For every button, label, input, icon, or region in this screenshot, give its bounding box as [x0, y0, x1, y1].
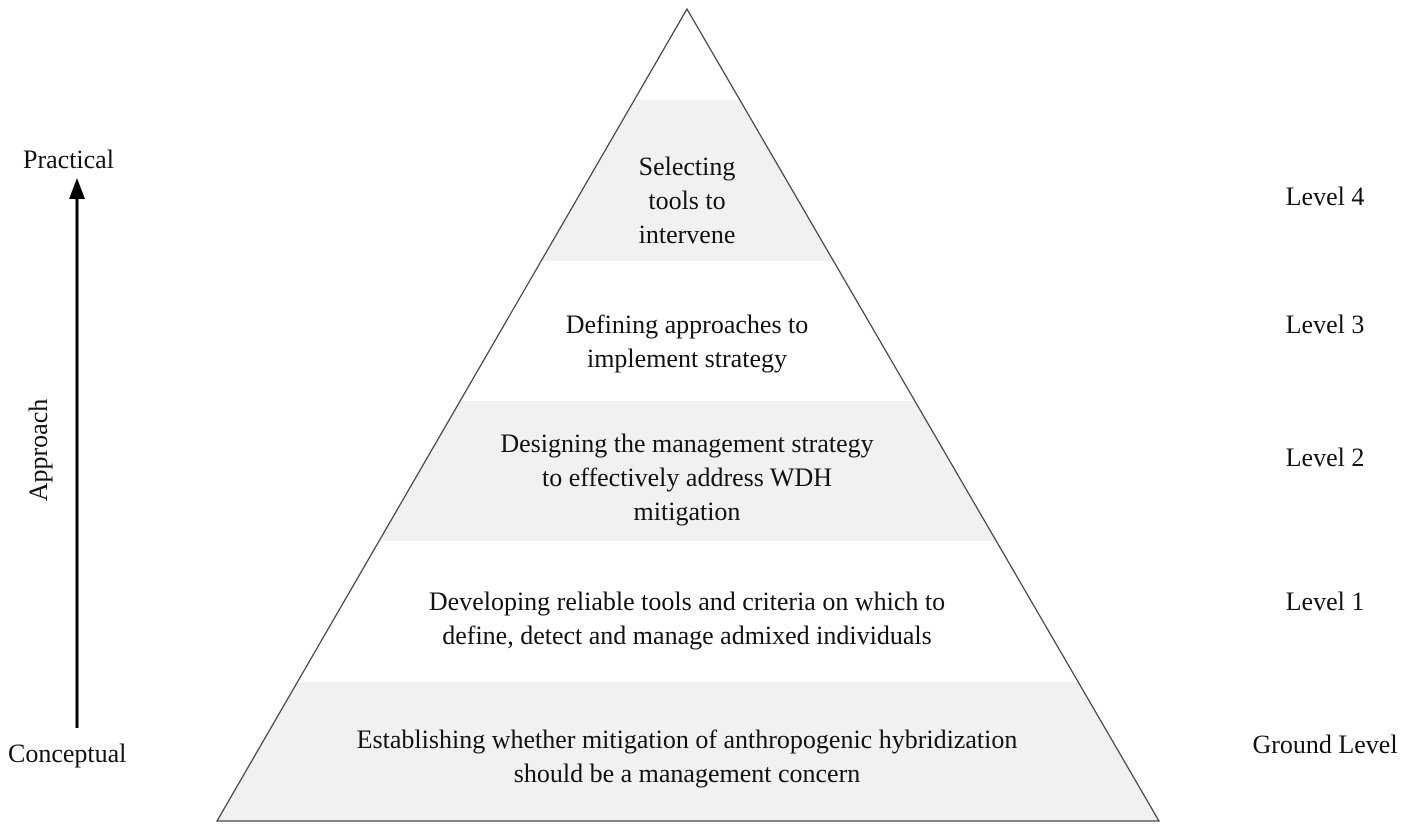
band-text-line: mitigation	[633, 497, 741, 526]
pyramid-outline	[215, 7, 1161, 822]
band-level1-text: Developing reliable tools and criteria o…	[429, 585, 945, 653]
band-level1-fill	[217, 541, 1159, 682]
band-text-line: to effectively address WDH	[542, 463, 832, 492]
band-level2-text: Designing the management strategy to eff…	[500, 427, 873, 529]
band-text-line: Selecting	[638, 152, 736, 181]
band-text-line: define, detect and manage admixed indivi…	[442, 621, 932, 650]
level-label-ground: Ground Level	[1252, 730, 1398, 759]
band-ground-fill	[217, 682, 1159, 821]
band-ground-text: Establishing whether mitigation of anthr…	[357, 723, 1018, 791]
axis-side-label: Approach	[24, 398, 53, 502]
axis-bottom-label: Conceptual	[8, 739, 127, 768]
axis-top-label: Practical	[23, 145, 114, 174]
level-label-1: Level 1	[1285, 587, 1365, 616]
level-label-2: Level 2	[1285, 443, 1365, 472]
level-label-3: Level 3	[1285, 310, 1365, 339]
band-text-line: Establishing whether mitigation of anthr…	[356, 725, 1018, 754]
band-text-line: Defining approaches to	[565, 310, 809, 339]
pyramid-apex-band	[217, 9, 1159, 100]
band-text-line: should be a management concern	[513, 759, 861, 788]
arrow-up-icon	[69, 178, 85, 199]
band-level4-text: Selecting tools to intervene	[639, 150, 736, 252]
band-text-line: Developing reliable tools and criteria o…	[428, 587, 946, 616]
band-text-line: implement strategy	[586, 344, 787, 373]
band-text-line: Designing the management strategy	[500, 429, 874, 458]
band-level3-text: Defining approaches to implement strateg…	[566, 308, 809, 376]
band-text-line: intervene	[638, 220, 736, 249]
band-text-line: tools to	[648, 186, 726, 215]
level-label-4: Level 4	[1285, 182, 1365, 211]
